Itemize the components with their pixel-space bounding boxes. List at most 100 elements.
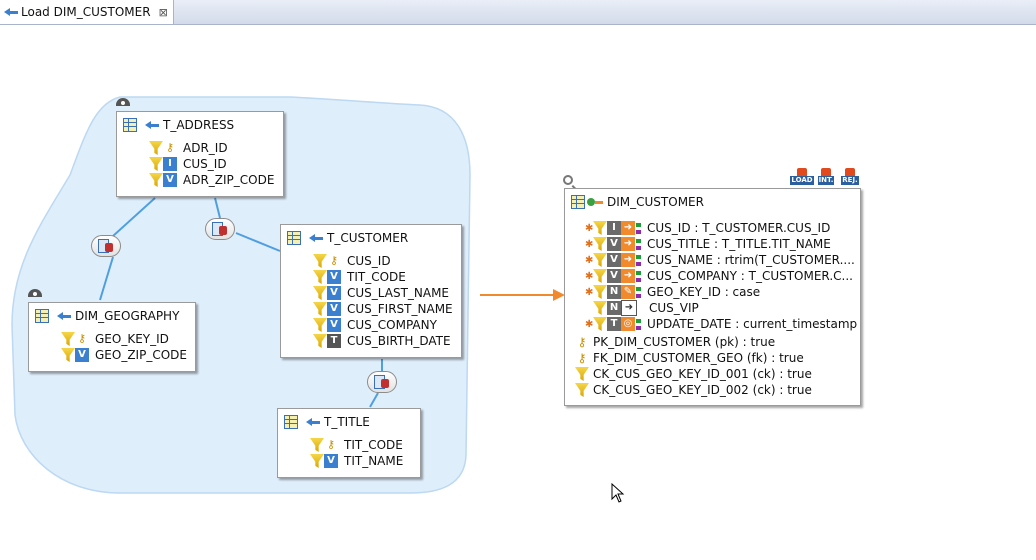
output-icon: ➜	[621, 221, 635, 235]
table-icon	[123, 118, 137, 132]
mapping-row[interactable]: ✱I➜CUS_ID : T_CUSTOMER.CUS_ID	[585, 221, 831, 235]
type-icon: V	[327, 286, 341, 300]
foreign-key-icon: ⚷	[577, 351, 587, 365]
table-header: DIM_CUSTOMER	[571, 195, 704, 209]
source-arrow-icon	[145, 120, 159, 130]
output-icon: ➜	[621, 269, 635, 283]
target-arrow-icon	[595, 200, 603, 204]
required-icon: ✱	[585, 318, 594, 330]
filter-icon	[593, 221, 607, 235]
type-icon: V	[327, 318, 341, 332]
table-name: DIM_GEOGRAPHY	[75, 309, 180, 323]
filter-icon	[313, 286, 327, 300]
table-name: T_TITLE	[324, 415, 370, 429]
type-icon: V	[327, 302, 341, 316]
mapping-row[interactable]: ✱V➜CUS_TITLE : T_TITLE.TIT_NAME	[585, 237, 831, 251]
table-name: DIM_CUSTOMER	[607, 195, 704, 209]
view-icon[interactable]	[28, 289, 42, 297]
flags-icon	[636, 269, 641, 283]
constraint-row[interactable]: CK_CUS_GEO_KEY_ID_002 (ck) : true	[575, 382, 812, 398]
required-icon: ✱	[585, 222, 594, 234]
mapping-row[interactable]: ✱N✎GEO_KEY_ID : case	[585, 285, 761, 299]
filter-icon	[149, 141, 163, 155]
type-icon: V	[607, 237, 621, 251]
join-icon	[98, 239, 114, 253]
column-row[interactable]: ⚷TIT_CODE	[310, 437, 403, 453]
filter-icon	[593, 269, 607, 283]
join-node-address-customer[interactable]	[205, 218, 235, 240]
column-row[interactable]: ⚷ADR_ID	[149, 140, 228, 156]
check-constraint-icon	[575, 367, 589, 381]
tab-load-dim-customer[interactable]: Load DIM_CUSTOMER ⊠	[0, 0, 174, 24]
filter-icon	[593, 285, 607, 299]
filter-icon	[313, 334, 327, 348]
editor-tab-bar: Load DIM_CUSTOMER ⊠	[0, 0, 1036, 25]
table-icon	[284, 415, 298, 429]
mapping-row[interactable]: ✱V➜CUS_NAME : rtrim(T_CUSTOMER....	[585, 253, 855, 267]
constraint-row[interactable]: ⚷FK_DIM_CUSTOMER_GEO (fk) : true	[575, 350, 804, 366]
filter-icon	[593, 253, 607, 267]
filter-icon	[313, 302, 327, 316]
target-datastore-dim-customer[interactable]: DIM_CUSTOMER ✱I➜CUS_ID : T_CUSTOMER.CUS_…	[564, 188, 861, 406]
type-icon: V	[327, 270, 341, 284]
table-icon	[35, 309, 49, 323]
key-icon: ⚷	[165, 141, 175, 154]
join-icon	[374, 375, 390, 389]
timestamp-icon: ◎	[621, 317, 635, 331]
column-row[interactable]: ⚷CUS_ID	[313, 253, 391, 269]
flags-icon	[636, 221, 641, 235]
filter-icon	[593, 317, 607, 331]
search-icon[interactable]	[563, 175, 573, 185]
table-icon	[571, 195, 585, 209]
mapping-row[interactable]: N➜CUS_VIP	[593, 300, 699, 316]
source-arrow-icon	[309, 233, 323, 243]
key-icon: ⚷	[77, 332, 87, 345]
join-icon	[212, 222, 228, 236]
key-icon: ⚷	[326, 438, 336, 451]
table-header: T_CUSTOMER	[287, 231, 408, 245]
integration-badge-icon[interactable]: INT.	[815, 168, 837, 188]
filter-icon	[61, 332, 75, 346]
type-icon: V	[607, 253, 621, 267]
join-node-customer-title[interactable]	[367, 371, 397, 393]
output-icon: ➜	[621, 237, 635, 251]
filter-icon	[149, 173, 163, 187]
table-header: T_TITLE	[284, 415, 370, 429]
type-icon: V	[163, 173, 177, 187]
filter-icon	[310, 438, 324, 452]
mapping-row[interactable]: ✱V➜CUS_COMPANY : T_CUSTOMER.C...	[585, 269, 853, 283]
view-icon[interactable]	[116, 98, 130, 106]
type-icon: V	[75, 348, 89, 362]
filter-icon	[593, 237, 607, 251]
join-node-address-geography[interactable]	[91, 235, 121, 257]
constraint-row[interactable]: CK_CUS_GEO_KEY_ID_001 (ck) : true	[575, 366, 812, 382]
load-badge-icon[interactable]: LOAD	[790, 168, 814, 188]
reject-badge-icon[interactable]: REJ.	[839, 168, 861, 188]
table-header: DIM_GEOGRAPHY	[35, 309, 179, 323]
required-icon: ✱	[585, 238, 594, 250]
tab-label: Load DIM_CUSTOMER	[21, 5, 151, 19]
close-icon[interactable]: ⊠	[158, 5, 168, 19]
primary-key-icon: ⚷	[577, 335, 587, 349]
wrench-icon: ✎	[621, 285, 635, 299]
flags-icon	[636, 285, 641, 299]
column-row[interactable]: ⚷GEO_KEY_ID	[61, 331, 169, 347]
key-icon: ⚷	[329, 254, 339, 267]
mapping-row[interactable]: ✱T◎UPDATE_DATE : current_timestamp	[585, 317, 858, 331]
constraint-row[interactable]: ⚷PK_DIM_CUSTOMER (pk) : true	[575, 334, 776, 350]
table-header: T_ADDRESS	[123, 118, 234, 132]
